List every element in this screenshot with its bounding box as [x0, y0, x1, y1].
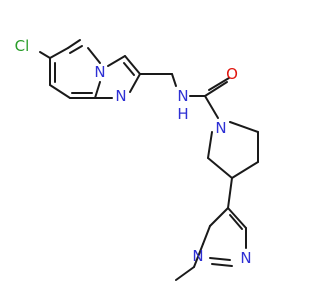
atom-label-cl: Cl: [15, 37, 30, 55]
bond: [107, 55, 126, 67]
atom-label-h: H: [177, 105, 188, 123]
bond: [202, 225, 211, 245]
bond: [67, 39, 81, 49]
bond: [129, 73, 141, 93]
bond: [69, 45, 83, 54]
molecule-canvas: Cl N N N H O N N N: [14, 37, 259, 281]
atom-label-n-pyrazole-2: N: [240, 249, 251, 267]
bonds: [39, 39, 259, 281]
atom-label-n-pyrazole-1: N: [192, 247, 203, 265]
bond: [207, 131, 213, 159]
bond: [209, 207, 229, 227]
bond: [49, 47, 69, 59]
bond: [209, 257, 231, 261]
bond: [49, 84, 71, 99]
bond: [123, 62, 135, 76]
bond: [227, 177, 233, 209]
atom-label-nh: N: [177, 87, 188, 105]
atom-labels: Cl N N N H O N N N: [15, 37, 252, 267]
bond: [193, 243, 204, 268]
atom-label-n-pyrrolidine: N: [215, 119, 226, 137]
atom-label-o: O: [226, 65, 238, 83]
molecule-structure: Cl N N N H O N N N: [15, 37, 259, 281]
bond: [229, 121, 259, 133]
atom-label-n-bridge: N: [94, 63, 105, 81]
bond: [227, 207, 247, 229]
bond: [211, 263, 233, 267]
bond: [204, 81, 228, 97]
bond: [204, 95, 219, 119]
bond: [39, 51, 51, 59]
bond: [175, 266, 195, 281]
atom-label-n-imidazole: N: [115, 87, 126, 105]
bond: [94, 81, 101, 99]
bond: [87, 47, 101, 64]
bond: [229, 214, 243, 230]
bond: [208, 77, 230, 91]
bond: [171, 73, 177, 87]
bond: [231, 161, 259, 179]
bond: [124, 55, 141, 75]
bond: [207, 157, 233, 179]
